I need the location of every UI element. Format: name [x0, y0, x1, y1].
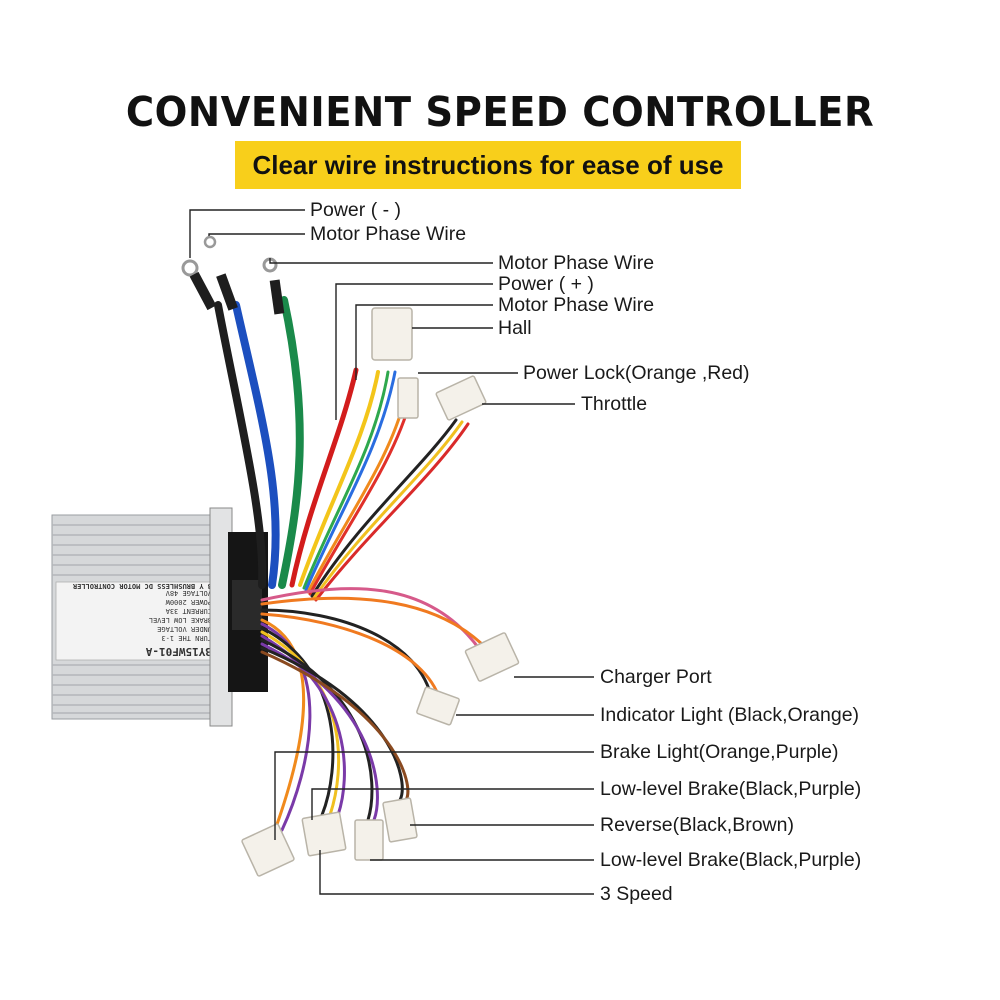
label-hall: Hall	[498, 317, 532, 339]
label-charger-port: Charger Port	[600, 666, 712, 688]
controller-fins	[52, 524, 222, 714]
wire-orange-indicator	[260, 612, 442, 702]
controller-name: B Y BRUSHLESS DC MOTOR CONTROLLER	[72, 582, 212, 590]
wire-orange-lock	[306, 396, 407, 594]
label-low-brake-1: Low-level Brake(Black,Purple)	[600, 778, 862, 800]
wire-black-indicator	[260, 608, 434, 702]
leader-power-pos	[335, 283, 493, 420]
leader-power-neg	[189, 209, 305, 258]
controller-spec-6: VOLTAGE 48V	[165, 589, 212, 597]
page-title: CONVENIENT SPEED CONTROLLER	[125, 88, 875, 136]
label-motor-phase-1: Motor Phase Wire	[310, 223, 467, 245]
controller-model: BY15WF01-A	[145, 645, 212, 658]
connectors	[241, 307, 520, 877]
throttle-connector	[435, 375, 487, 421]
wire-black-throttle	[310, 418, 458, 598]
wire-orange-charger	[260, 596, 490, 652]
wire-yellow-speed	[260, 630, 341, 817]
leader-motor-phase-3	[355, 304, 493, 380]
ring-terminal-phase-1	[203, 235, 217, 249]
controller-cable-gland	[232, 580, 262, 630]
label-motor-phase-2: Motor Phase Wire	[498, 252, 655, 274]
wire-red-lock	[308, 396, 413, 596]
label-indicator-light: Indicator Light (Black,Orange)	[600, 704, 860, 726]
hall-connector	[371, 307, 413, 361]
label-throttle: Throttle	[581, 393, 648, 415]
charger-port-connector	[464, 632, 520, 682]
wire-blue-phase	[232, 301, 280, 589]
wire-yellow-1	[298, 370, 380, 587]
wire-black-low-brake	[260, 638, 374, 822]
controller-spec-1: TURN THE 1-3	[161, 634, 212, 642]
controller-spec-2: UNDER VOLTAGE	[157, 625, 212, 633]
power-lock-connector	[397, 377, 419, 419]
indicator-light-connector	[416, 686, 460, 726]
ring-terminal-power-neg	[181, 259, 199, 277]
leader-motor-phase-1	[208, 233, 305, 236]
controller-spec-4: CURRENT 33A	[165, 607, 212, 615]
label-power-neg: Power ( - )	[310, 199, 402, 221]
leader-three-speed	[319, 850, 594, 895]
subtitle: Clear wire instructions for ease of use	[252, 150, 724, 180]
controller-spec-3: BRAKE LOW LEVEL	[149, 616, 212, 624]
signal-wires	[260, 586, 490, 832]
controller-label-text: BY15WF01-A TURN THE 1-3 UNDER VOLTAGE BR…	[72, 582, 212, 658]
label-power-pos: Power ( + )	[498, 273, 594, 295]
controller-unit: BY15WF01-A TURN THE 1-3 UNDER VOLTAGE BR…	[51, 507, 268, 727]
label-power-lock: Power Lock(Orange ,Red)	[523, 362, 750, 384]
wire-red-throttle	[314, 422, 470, 602]
label-motor-phase-3: Motor Phase Wire	[498, 294, 655, 316]
reverse-connector	[382, 797, 418, 843]
wire-red-power-pos	[289, 367, 359, 588]
controller-spec-5: POWER 2000W	[165, 598, 212, 606]
leader-lines	[189, 209, 594, 895]
wire-green-hall	[302, 370, 390, 590]
label-brake-light: Brake Light(Orange,Purple)	[600, 741, 839, 763]
wire-blue-hall	[304, 370, 397, 592]
leader-brake-light	[274, 751, 594, 840]
wire-yellow-throttle	[312, 420, 464, 600]
wire-brown-reverse	[260, 650, 410, 802]
brake-light-connector	[241, 823, 295, 877]
power-motor-wires	[214, 296, 470, 602]
label-low-brake-2: Low-level Brake(Black,Purple)	[600, 849, 862, 871]
wire-black-speed	[260, 626, 335, 817]
leader-low-brake-1	[311, 788, 594, 820]
ring-terminals	[181, 235, 285, 315]
low-brake-connector	[354, 819, 384, 861]
wire-orange-brake-light	[260, 618, 306, 832]
label-reverse: Reverse(Black,Brown)	[600, 814, 794, 836]
label-three-speed: 3 Speed	[600, 883, 673, 905]
leader-motor-phase-2	[269, 258, 493, 264]
wire-black-power-neg	[214, 301, 267, 589]
wire-purple-low-brake	[260, 642, 379, 822]
wire-green-phase	[278, 296, 304, 589]
subtitle-banner: Clear wire instructions for ease of use	[235, 141, 741, 189]
three-speed-connector	[301, 811, 347, 857]
